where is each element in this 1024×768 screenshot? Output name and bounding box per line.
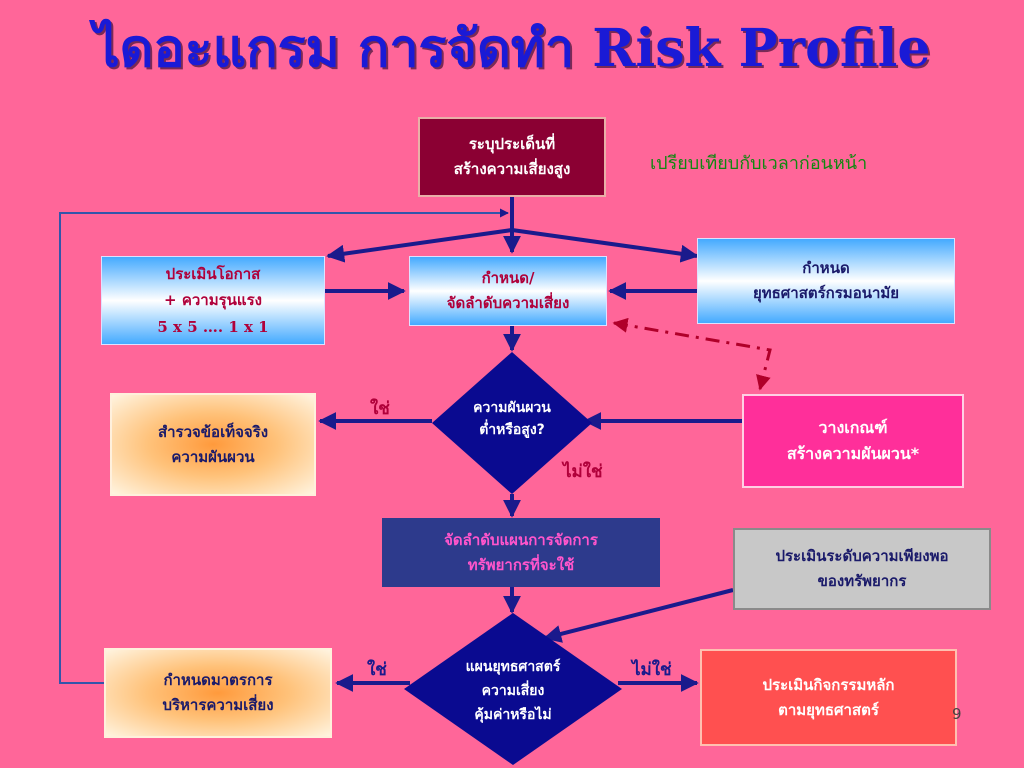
resource-plan-line1: จัดลำดับแผนการจัดการ xyxy=(444,530,598,549)
criteria-box: วางเกณฑ์ สร้างความผันผวน* xyxy=(742,394,964,488)
prioritize-box: กำหนด/ จัดลำดับความเสี่ยง xyxy=(409,256,607,326)
survey-line2: ความผันผวน xyxy=(171,447,255,466)
variance-decision-text: ความผันผวน ต่ำหรือสูง? xyxy=(440,397,584,442)
assess-line3: 5 x 5 …. 1 x 1 xyxy=(157,317,269,336)
assess-line2: + ความรุนแรง xyxy=(164,291,262,310)
sufficiency-line2: ของทรัพยากร xyxy=(817,572,907,590)
worth-decision-diamond xyxy=(404,613,622,765)
worth-line3: คุ้มค่าหรือไม่ xyxy=(474,706,552,723)
page-number: 9 xyxy=(952,705,962,723)
edge-label-no-2: ไม่ใช่ xyxy=(632,660,672,680)
core-line1: ประเมินกิจกรรมหลัก xyxy=(762,675,895,694)
identify-issue-box: ระบุประเด็นที่ สร้างความเสี่ยงสูง xyxy=(418,117,606,197)
measures-box: กำหนดมาตรการ บริหารความเสี่ยง xyxy=(104,648,332,738)
assess-box: ประเมินโอกาส + ความรุนแรง 5 x 5 …. 1 x 1 xyxy=(101,256,325,345)
core-activities-box: ประเมินกิจกรรมหลัก ตามยุทธศาสตร์ xyxy=(700,649,957,746)
prioritize-line2: จัดลำดับความเสี่ยง xyxy=(446,294,570,312)
strategy-box: กำหนด ยุทธศาสตร์กรมอนามัย xyxy=(697,238,955,324)
identify-line2: สร้างความเสี่ยงสูง xyxy=(453,160,571,178)
dashed-link xyxy=(612,317,772,391)
prioritize-line1: กำหนด/ xyxy=(481,269,535,288)
resource-plan-line2: ทรัพยากรที่จะใช้ xyxy=(467,555,575,574)
survey-box: สำรวจข้อเท็จจริง ความผันผวน xyxy=(110,393,316,496)
worth-line2: ความเสี่ยง xyxy=(481,682,545,699)
worth-line1: แผนยุทธศาสตร์ xyxy=(465,659,561,675)
core-line2: ตามยุทธศาสตร์ xyxy=(778,700,879,719)
criteria-line2: สร้างความผันผวน* xyxy=(786,444,920,463)
criteria-line1: วางเกณฑ์ xyxy=(818,417,888,437)
worth-decision-text: แผนยุทธศาสตร์ ความเสี่ยง คุ้มค่าหรือไม่ xyxy=(440,656,586,727)
survey-line1: สำรวจข้อเท็จจริง xyxy=(157,422,269,441)
resource-plan-box: จัดลำดับแผนการจัดการ ทรัพยากรที่จะใช้ xyxy=(382,518,660,587)
sufficiency-line1: ประเมินระดับความเพียงพอ xyxy=(775,547,949,566)
variance-decision-diamond xyxy=(432,352,592,494)
page-title: ไดอะแกรม การจัดทำ Risk Profile xyxy=(93,18,931,79)
measures-line1: กำหนดมาตรการ xyxy=(163,671,273,690)
measures-line2: บริหารความเสี่ยง xyxy=(162,696,274,714)
edge-label-no-1: ไม่ใช่ xyxy=(563,462,603,482)
strategy-line1: กำหนด xyxy=(802,259,850,278)
resource-sufficiency-box: ประเมินระดับความเพียงพอ ของทรัพยากร xyxy=(733,528,991,610)
arrow-to-assess xyxy=(326,228,513,263)
edge-label-yes-2: ใช่ xyxy=(367,660,387,680)
strategy-line2: ยุทธศาสตร์กรมอนามัย xyxy=(752,284,900,302)
arrow-to-strategy xyxy=(511,228,699,263)
compare-note: เปรียบเทียบกับเวลาก่อนหน้า xyxy=(650,153,868,174)
identify-line1: ระบุประเด็นที่ xyxy=(468,135,556,154)
variance-line1: ความผันผวน xyxy=(473,400,551,416)
assess-line1: ประเมินโอกาส xyxy=(165,265,261,284)
variance-line2: ต่ำหรือสูง? xyxy=(479,422,545,439)
feedback-loop xyxy=(59,208,509,684)
edge-label-yes-1: ใช่ xyxy=(370,399,390,419)
